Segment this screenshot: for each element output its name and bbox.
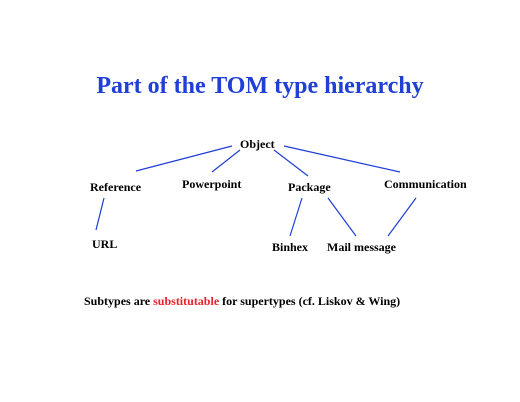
caption-highlight: substitutable (153, 294, 220, 308)
node-communication: Communication (384, 177, 467, 191)
edge-object-reference (135, 145, 233, 172)
edge-object-package (273, 149, 309, 177)
node-url: URL (92, 237, 118, 251)
page-title: Part of the TOM type hierarchy (96, 73, 424, 99)
node-binhex: Binhex (272, 240, 309, 254)
node-mail-message: Mail message (327, 240, 396, 254)
edge-object-communication (283, 145, 401, 173)
caption-before: Subtypes are (84, 294, 154, 308)
caption: Subtypes are substitutable for supertype… (84, 294, 400, 308)
edge-object-powerpoint (211, 149, 241, 173)
node-object: Object (240, 137, 275, 151)
node-reference: Reference (90, 180, 142, 194)
node-package: Package (288, 180, 331, 194)
node-powerpoint: Powerpoint (182, 177, 242, 191)
caption-after: for supertypes (cf. Liskov & Wing) (219, 294, 401, 308)
edge-reference-url (95, 197, 105, 231)
edge-package-binhex (289, 197, 303, 237)
edge-package-mail-message (327, 197, 357, 237)
edge-communication-mail-message (387, 197, 417, 237)
